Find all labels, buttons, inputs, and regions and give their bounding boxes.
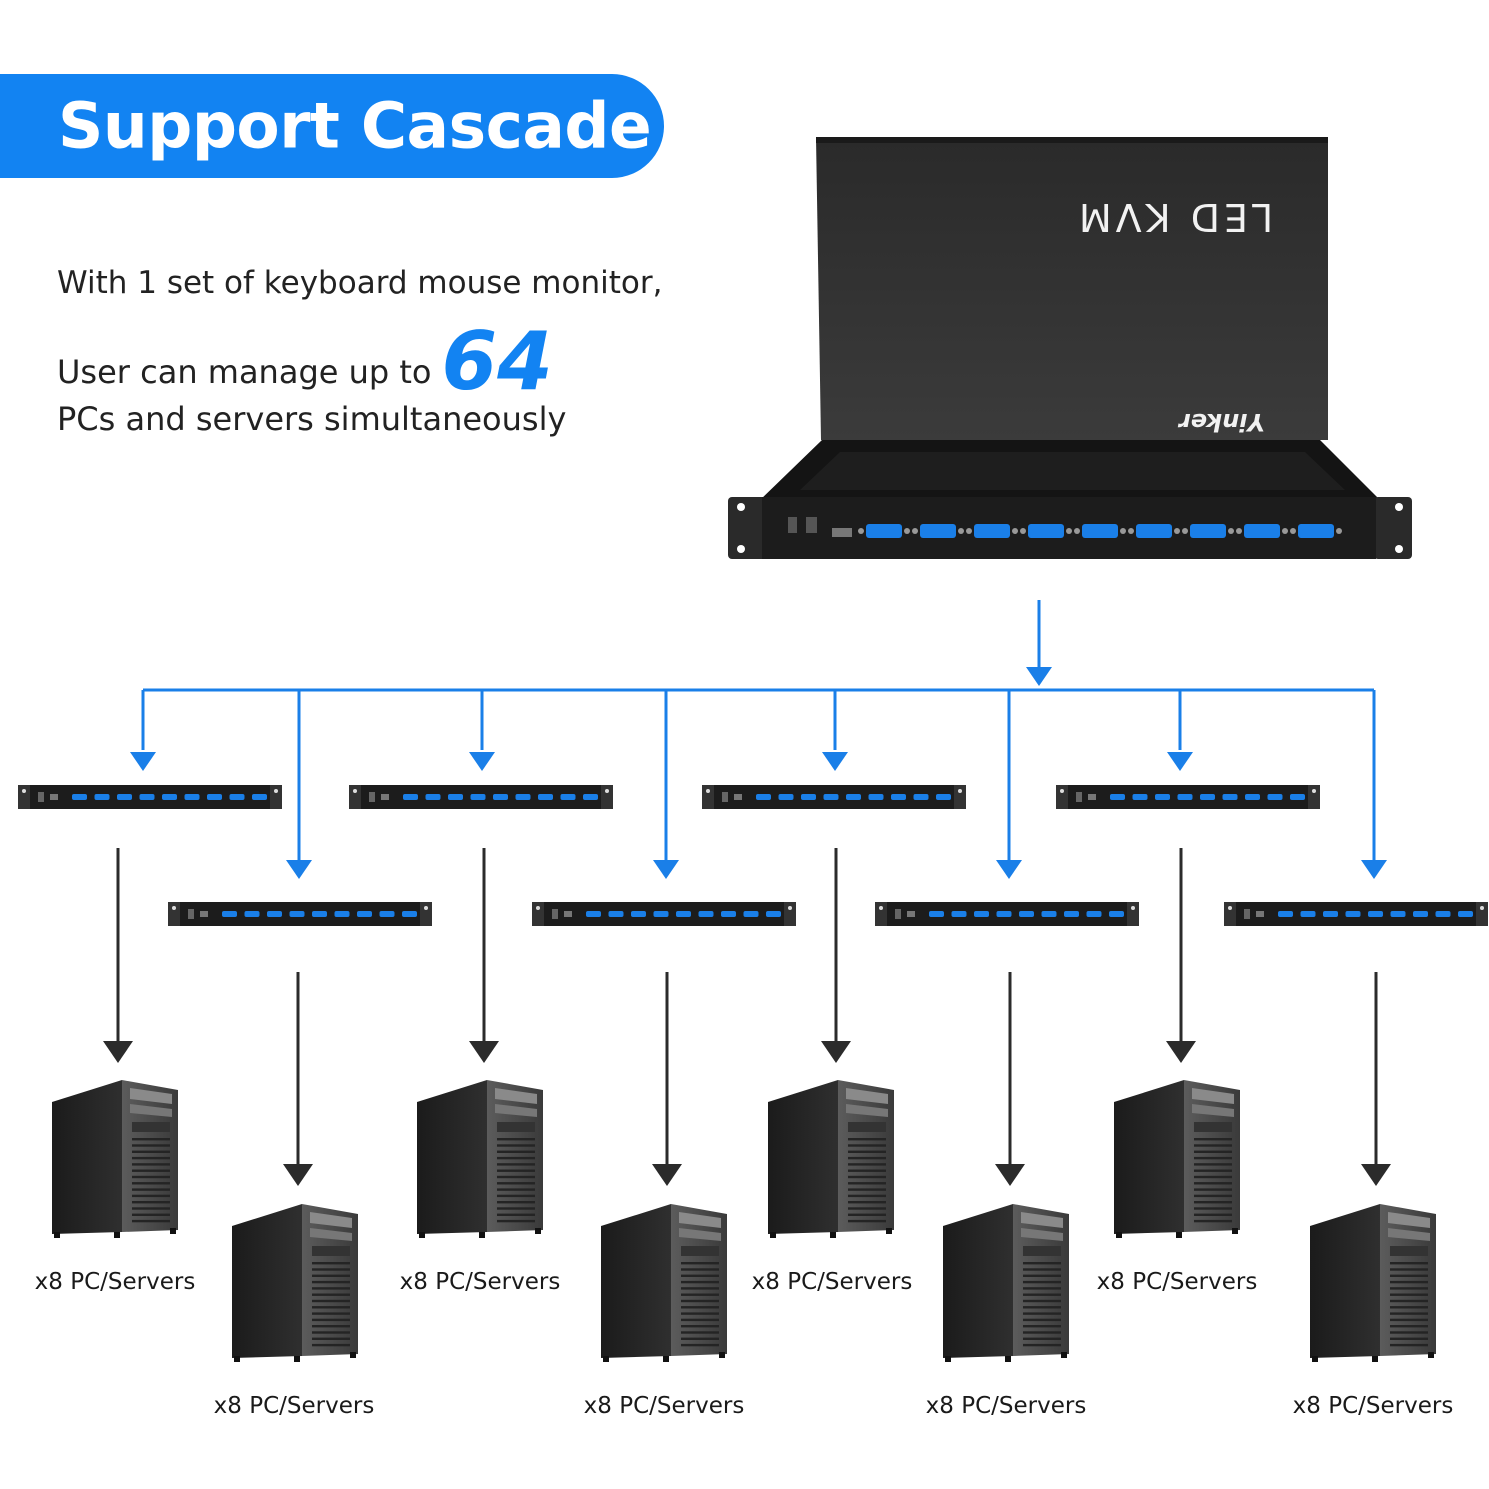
vga-port [1236, 524, 1288, 538]
vga-port [1020, 524, 1072, 538]
down-arrow [1361, 972, 1391, 1186]
cascaded-kvm-switch [18, 785, 282, 809]
kvm-vga-ports [858, 524, 1342, 538]
title-banner: Support Cascade [0, 74, 664, 178]
arrowhead-main [1026, 667, 1052, 686]
cascaded-kvm-switches [18, 785, 1488, 926]
vga-port [1290, 524, 1342, 538]
vga-port [912, 524, 964, 538]
down-arrow [103, 848, 133, 1063]
cascaded-kvm-switch [1056, 785, 1320, 809]
description-line-3: PCs and servers simultaneously [57, 400, 567, 438]
pc-tower-icon [943, 1204, 1069, 1362]
pc-tower-groups [52, 1080, 1436, 1362]
page-title: Support Cascade [58, 89, 652, 163]
pc-group-label: x8 PC/Servers [214, 1393, 375, 1419]
blue-arrowheads [130, 667, 1387, 879]
kvm-lid-top-edge [816, 137, 1328, 143]
pc-group-label: x8 PC/Servers [400, 1269, 561, 1295]
down-arrow [283, 972, 313, 1186]
vga-port [1074, 524, 1126, 538]
kvm-rack-ear-right [1374, 497, 1412, 559]
cascaded-kvm-switch [1224, 902, 1488, 926]
pc-tower-icon [1114, 1080, 1240, 1238]
pc-group-label: x8 PC/Servers [1293, 1393, 1454, 1419]
cascaded-kvm-switch [702, 785, 966, 809]
cascaded-kvm-switch [349, 785, 613, 809]
cascaded-kvm-switch [875, 902, 1139, 926]
pc-tower-icon [601, 1204, 727, 1362]
down-arrow [469, 848, 499, 1063]
pc-group-label: x8 PC/Servers [1097, 1269, 1258, 1295]
description-line-2-text: User can manage up to [57, 353, 432, 391]
pc-group-labels: x8 PC/Servers x8 PC/Servers x8 PC/Server… [35, 1269, 1454, 1419]
pc-tower-icon [52, 1080, 178, 1238]
down-arrow [652, 972, 682, 1186]
vga-port [966, 524, 1018, 538]
vga-port [1128, 524, 1180, 538]
pc-tower-icon [1310, 1204, 1436, 1362]
pc-tower-icon [768, 1080, 894, 1238]
kvm-screen-text: LED KVM [1075, 195, 1273, 239]
pc-group-label: x8 PC/Servers [35, 1269, 196, 1295]
distribution-tree [141, 600, 1376, 860]
cascaded-kvm-switch [168, 902, 432, 926]
pc-connection-arrows [103, 848, 1391, 1186]
pc-tower-icon [232, 1204, 358, 1362]
down-arrow [821, 848, 851, 1063]
vga-port [1182, 524, 1234, 538]
pc-group-label: x8 PC/Servers [926, 1393, 1087, 1419]
main-kvm-unit: LED KVM Yinker [728, 137, 1412, 559]
pc-group-label: x8 PC/Servers [752, 1269, 913, 1295]
down-arrow [995, 972, 1025, 1186]
kvm-rack-ear-left [728, 497, 766, 559]
vga-port [858, 524, 910, 538]
pc-group-label: x8 PC/Servers [584, 1393, 745, 1419]
highlight-number: 64 [441, 315, 553, 408]
kvm-brand-logo: Yinker [1177, 408, 1265, 436]
down-arrow [1166, 848, 1196, 1063]
description-line-1: With 1 set of keyboard mouse monitor, [57, 265, 663, 301]
cascaded-kvm-switch [532, 902, 796, 926]
pc-tower-icon [417, 1080, 543, 1238]
kvm-lid [816, 137, 1328, 440]
